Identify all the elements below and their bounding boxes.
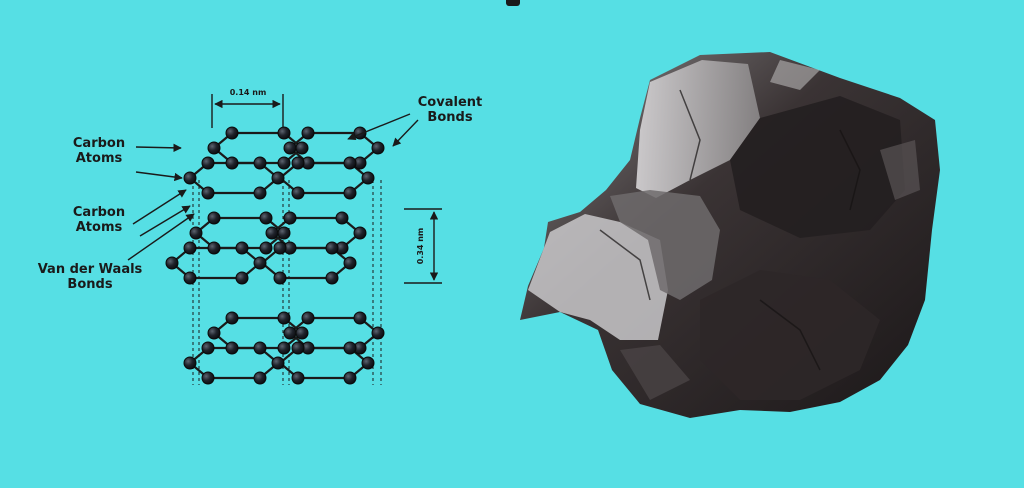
carbon-atom [259, 211, 273, 225]
carbon-atom [371, 141, 385, 155]
carbon-atom [225, 156, 239, 170]
carbon-atom [201, 186, 215, 200]
carbon-atom [343, 341, 357, 355]
carbon-atom-set [165, 126, 385, 385]
carbon-atom [291, 186, 305, 200]
carbon-atom [273, 241, 287, 255]
rock-dark-face-2 [700, 270, 880, 400]
carbon-atom [291, 371, 305, 385]
carbon-atom [183, 171, 197, 185]
carbon-atom [291, 341, 305, 355]
label-covalent-line2: Bonds [427, 110, 473, 125]
rock-highlight-2 [880, 140, 920, 200]
carbon-atom [277, 226, 291, 240]
carbon-atom [253, 341, 267, 355]
label-carbon-atoms-1: Carbon Atoms [66, 136, 132, 166]
carbon-atom [283, 141, 297, 155]
carbon-atom [277, 126, 291, 140]
arrow-covalent-b [392, 119, 419, 147]
carbon-atom [291, 156, 305, 170]
rock-mid-face [610, 190, 720, 300]
carbon-atom [265, 226, 279, 240]
carbon-atom [343, 256, 357, 270]
annotation-arrows [127, 94, 442, 284]
carbon-atom [183, 271, 197, 285]
carbon-atom [353, 226, 367, 240]
carbon-atom [371, 326, 385, 340]
carbon-atom [325, 241, 339, 255]
carbon-atom [277, 311, 291, 325]
label-carbon-atoms-1-line2: Atoms [75, 151, 123, 166]
carbon-atom [189, 226, 203, 240]
carbon-atom [343, 371, 357, 385]
carbon-atom [207, 141, 221, 155]
label-van-der-waals-bonds: Van der Waals Bonds [30, 262, 150, 292]
carbon-atom [295, 141, 309, 155]
carbon-atom [207, 211, 221, 225]
carbon-atom [225, 126, 239, 140]
carbon-atom [343, 156, 357, 170]
label-bond-length: 0.14 nm [229, 88, 267, 97]
carbon-atom [165, 256, 179, 270]
carbon-atom [201, 371, 215, 385]
carbon-atom [271, 171, 285, 185]
carbon-atom [201, 156, 215, 170]
arrow-carbon-atoms-2b [139, 205, 191, 237]
carbon-atom [277, 341, 291, 355]
carbon-atom [353, 311, 367, 325]
label-carbon-atoms-1-line1: Carbon [72, 136, 126, 151]
carbon-atom [225, 341, 239, 355]
carbon-atom [283, 211, 297, 225]
carbon-atom [183, 356, 197, 370]
arrow-carbon-atoms-1a [135, 143, 182, 153]
label-vdw-line2: Bonds [67, 277, 113, 292]
carbon-atom [277, 156, 291, 170]
carbon-atom [201, 341, 215, 355]
carbon-atom [183, 241, 197, 255]
carbon-atom [253, 156, 267, 170]
rock-silver-face [636, 60, 760, 198]
arrow-vdw-a [127, 213, 195, 261]
arrow-carbon-atoms-1b [135, 171, 183, 182]
carbon-atom [235, 271, 249, 285]
carbon-atom [361, 356, 375, 370]
rock-bright-face [528, 214, 668, 340]
carbon-atom [335, 211, 349, 225]
carbon-atom [325, 271, 339, 285]
arrow-carbon-atoms-2a [132, 189, 187, 225]
label-carbon-atoms-2: Carbon Atoms [66, 205, 132, 235]
van-der-waals-dashed-lines [192, 180, 382, 385]
carbon-atom [301, 311, 315, 325]
label-covalent-line1: Covalent [417, 95, 483, 110]
carbon-atom [295, 326, 309, 340]
carbon-atom [207, 241, 221, 255]
carbon-atom [225, 311, 239, 325]
label-layer-spacing: 0.34 nm [416, 227, 425, 265]
rock-crack-lines [599, 89, 861, 371]
arrow-covalent-a [347, 113, 411, 141]
rock-highlight-3 [620, 345, 690, 400]
rock-dark-face-1 [730, 96, 905, 238]
carbon-atom [253, 371, 267, 385]
top-edge-mark [506, 0, 520, 6]
carbon-atom [301, 126, 315, 140]
carbon-atom [259, 241, 273, 255]
carbon-atom [283, 326, 297, 340]
carbon-atom [343, 186, 357, 200]
carbon-atom [253, 186, 267, 200]
rock-highlight-1 [770, 60, 820, 90]
carbon-atom [235, 241, 249, 255]
label-covalent-bonds: Covalent Bonds [410, 95, 490, 125]
label-carbon-atoms-2-line1: Carbon [72, 205, 126, 220]
label-carbon-atoms-2-line2: Atoms [75, 220, 123, 235]
carbon-atom [207, 326, 221, 340]
carbon-atom [273, 271, 287, 285]
carbon-atom [253, 256, 267, 270]
carbon-atom [361, 171, 375, 185]
graphite-rock-image [520, 52, 940, 418]
label-vdw-line1: Van der Waals [37, 262, 143, 277]
carbon-atom [271, 356, 285, 370]
covalent-bond-lines [171, 131, 379, 380]
